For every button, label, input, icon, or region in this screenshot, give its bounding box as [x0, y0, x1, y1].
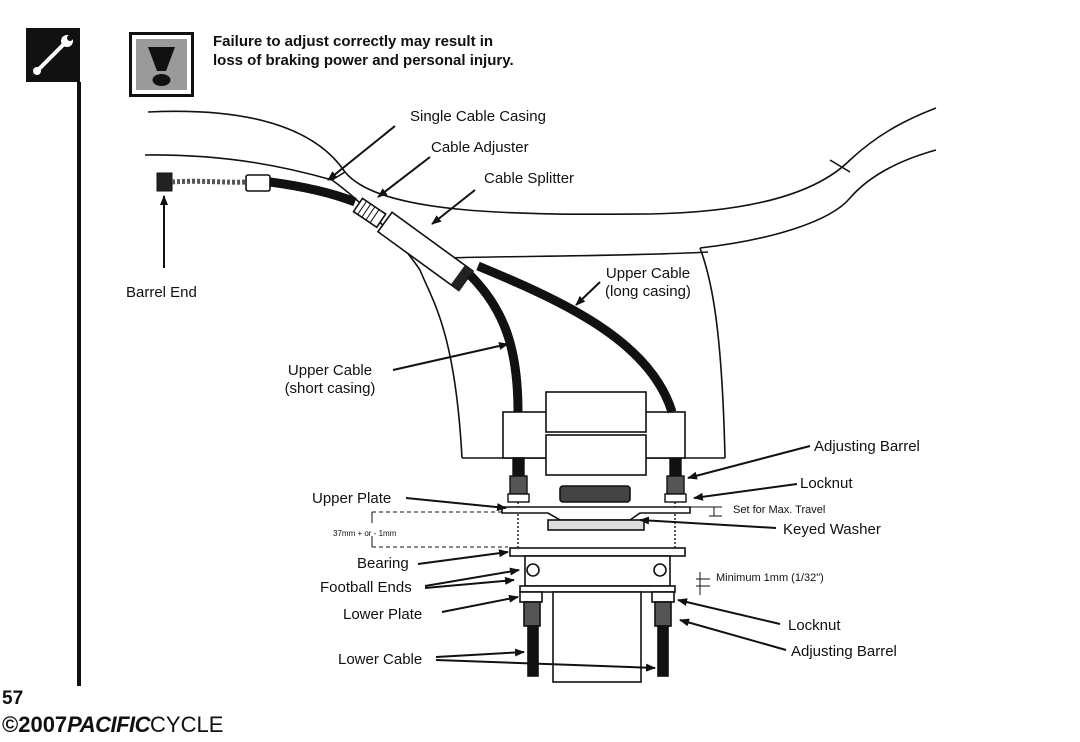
label-bearing: Bearing: [357, 555, 409, 572]
label-locknut-bottom: Locknut: [788, 617, 841, 634]
label-adjusting-barrel-top: Adjusting Barrel: [814, 438, 920, 455]
label-upper-plate: Upper Plate: [312, 490, 392, 507]
side-rule: [77, 82, 81, 686]
leader-lines: [160, 125, 811, 672]
dimension-guides: [371, 506, 722, 595]
label-set-for-max-travel: Set for Max. Travel: [733, 504, 826, 516]
page-number: 57: [2, 688, 24, 709]
label-lower-plate: Lower Plate: [343, 606, 423, 623]
cable-hardware: [507, 457, 687, 548]
copyright-symbol: ©: [2, 712, 19, 737]
label-single-cable-casing: Single Cable Casing: [410, 108, 546, 125]
label-football-ends: Football Ends: [320, 579, 412, 596]
label-upper-cable-short: Upper Cable (short casing): [276, 362, 384, 398]
label-lower-cable: Lower Cable: [338, 651, 423, 668]
label-locknut-top: Locknut: [800, 475, 853, 492]
wrench-icon: [33, 35, 73, 75]
label-upper-cable-long-line-1: Upper Cable: [605, 265, 691, 282]
barrel-end-cable: [156, 172, 475, 292]
warning-line-1: Failure to adjust correctly may result i…: [213, 33, 494, 50]
label-adjusting-barrel-bottom: Adjusting Barrel: [791, 643, 897, 660]
label-cable-adjuster: Cable Adjuster: [431, 139, 529, 156]
warning-line-2: loss of braking power and personal injur…: [213, 52, 514, 69]
label-upper-cable-long: Upper Cable (long casing): [596, 265, 700, 301]
label-cable-splitter: Cable Splitter: [484, 170, 575, 187]
brand-name-light: CYCLE: [150, 712, 224, 737]
label-spacing: 37mm + or - 1mm: [333, 529, 397, 538]
label-keyed-washer: Keyed Washer: [783, 521, 881, 538]
warning-text: Failure to adjust correctly may result i…: [213, 32, 514, 70]
label-minimum: Minimum 1mm (1/32"): [716, 572, 824, 584]
stem: [419, 247, 726, 476]
brand-name-bold: PACIFIC: [67, 712, 151, 737]
warning-exclamation-icon: [136, 39, 187, 90]
label-upper-cable-long-line-2: (long casing): [605, 283, 691, 300]
footer-brand: ©2007PACIFICCYCLE: [2, 712, 223, 738]
warning-box: [129, 32, 194, 97]
upper-plate: [501, 485, 691, 531]
label-barrel-end: Barrel End: [126, 284, 197, 301]
upper-cables: [466, 261, 677, 414]
tool-box: [26, 28, 80, 82]
copyright-year: 2007: [18, 712, 68, 737]
label-upper-cable-short-line-2: (short casing): [284, 380, 376, 397]
lower-assembly: [509, 547, 686, 683]
label-upper-cable-short-line-1: Upper Cable: [287, 362, 373, 379]
